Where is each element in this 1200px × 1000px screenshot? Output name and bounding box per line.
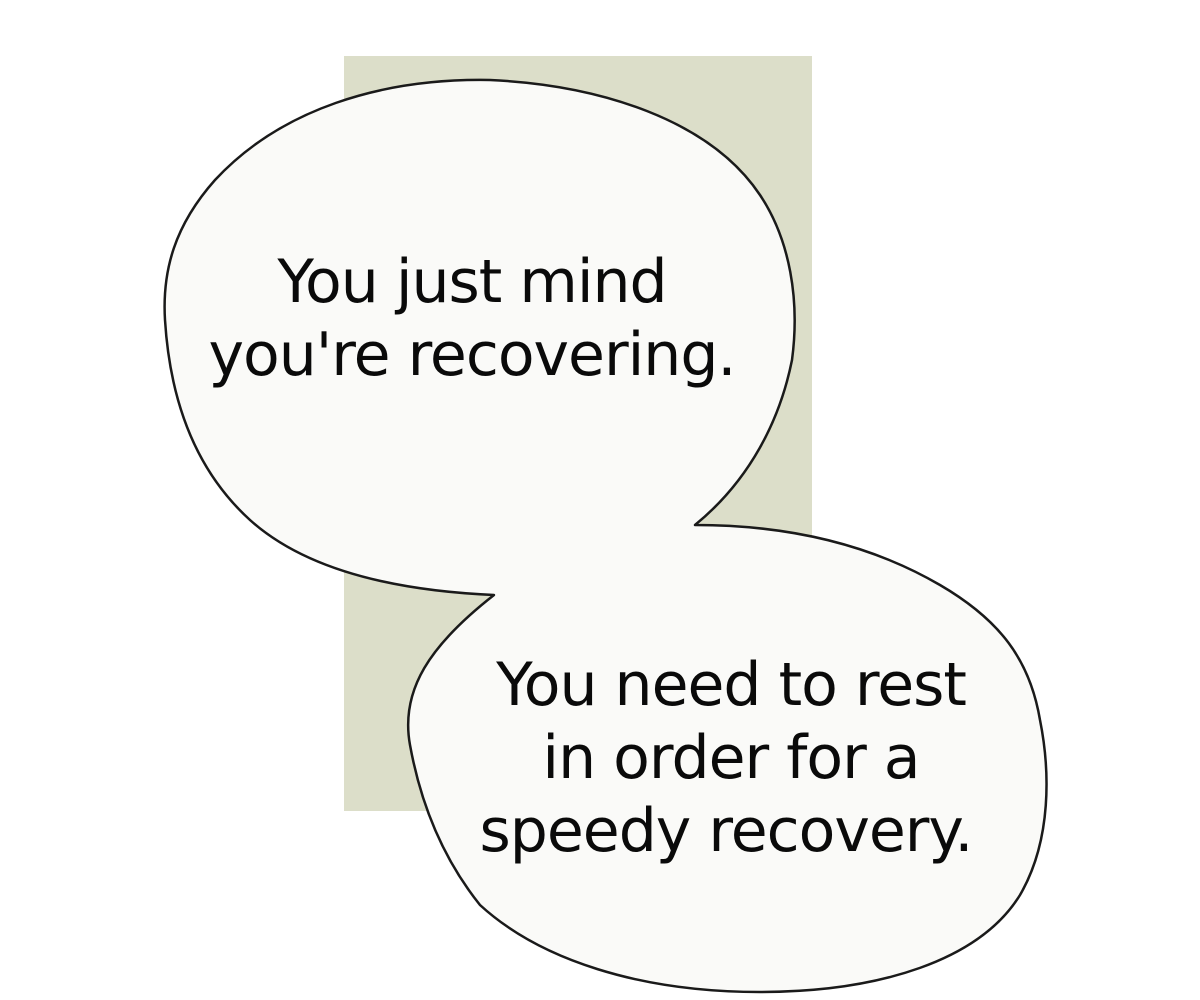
speech-bubble-bottom-line-2: in order for a (542, 723, 919, 793)
speech-bubble-shape (163, 78, 1048, 994)
speech-bubble-bottom: You need to rest in order for a speedy r… (480, 650, 974, 866)
speech-bubble-top: You just mind you're recovering. (209, 247, 737, 390)
speech-bubble-top-line-2: you're recovering. (209, 320, 736, 390)
speech-bubble-bottom-line-3: speedy recovery. (480, 796, 973, 866)
speech-bubble-top-line-1: You just mind (276, 247, 666, 317)
speech-bubble-bottom-line-1: You need to rest (495, 650, 966, 720)
